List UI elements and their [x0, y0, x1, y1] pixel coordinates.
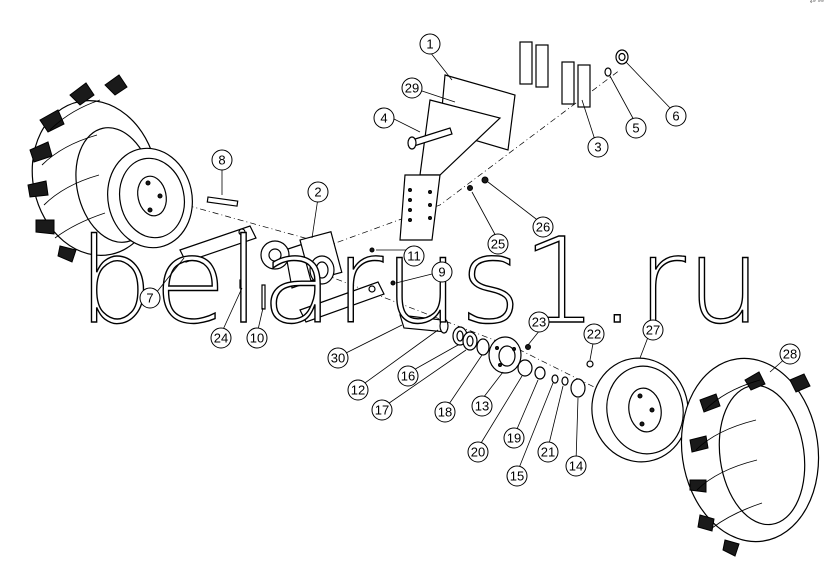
svg-text:29: 29 [405, 81, 419, 96]
callout-7: 7 [139, 287, 161, 309]
svg-text:22: 22 [587, 327, 601, 342]
callout-25: 25 [487, 233, 509, 255]
callout-4: 4 [373, 107, 395, 129]
svg-text:27: 27 [646, 323, 660, 338]
pin-21 [561, 376, 569, 386]
right-tire-28 [680, 357, 820, 557]
assembly-axis-lower [299, 264, 721, 441]
bolt-4 [407, 127, 453, 150]
pin-9 [390, 280, 396, 286]
seal-17 [462, 331, 478, 351]
svg-text:10: 10 [250, 331, 264, 346]
svg-text:9: 9 [438, 265, 445, 280]
callout-10: 10 [246, 327, 268, 349]
cap-14 [570, 378, 586, 398]
svg-text:28: 28 [783, 347, 797, 362]
callout-18: 18 [434, 401, 456, 423]
callout-19: 19 [503, 427, 525, 449]
washer-25 [467, 185, 473, 191]
axle-shaft-12 [399, 314, 449, 334]
svg-text:13: 13 [475, 399, 489, 414]
callout-23: 23 [528, 311, 550, 333]
callout-9: 9 [431, 261, 453, 283]
callout-3: 3 [587, 136, 609, 158]
callout-26: 26 [532, 216, 554, 238]
callout-20: 20 [467, 441, 489, 463]
svg-text:8: 8 [218, 153, 225, 168]
hub-13 [488, 336, 522, 374]
svg-text:17: 17 [375, 403, 389, 418]
svg-text:23: 23 [532, 315, 546, 330]
svg-text:21: 21 [541, 445, 555, 460]
nut-6 [615, 49, 629, 65]
callout-21: 21 [537, 441, 559, 463]
left-rim [107, 147, 193, 249]
callout-14: 14 [565, 455, 587, 477]
svg-text:19: 19 [507, 431, 521, 446]
svg-text:4: 4 [380, 111, 387, 126]
svg-text:15: 15 [510, 469, 524, 484]
bracket-1 [399, 74, 516, 241]
clamp-plates-3 [519, 41, 591, 108]
callouts: 1 2 3 4 5 6 7 8 9 10 11 12 13 14 15 16 1… [139, 33, 801, 487]
callout-22: 22 [583, 323, 605, 345]
pin-10 [261, 284, 266, 310]
svg-text:11: 11 [407, 249, 421, 264]
leader-lines [151, 51, 789, 474]
svg-text:5: 5 [632, 121, 639, 136]
callout-29: 29 [401, 77, 423, 99]
nut-26 [481, 176, 489, 184]
svg-text:24: 24 [214, 331, 228, 346]
svg-text:26: 26 [536, 220, 550, 235]
svg-text:16: 16 [401, 369, 415, 384]
callout-8: 8 [211, 149, 233, 171]
svg-text:30: 30 [331, 351, 345, 366]
svg-text:12: 12 [351, 383, 365, 398]
callout-15: 15 [506, 465, 528, 487]
bolt-8 [206, 196, 239, 207]
bolt-24 [239, 279, 246, 289]
right-rim-27 [591, 357, 689, 463]
callout-6: 6 [665, 105, 687, 127]
washer-5 [604, 67, 612, 77]
svg-text:20: 20 [471, 445, 485, 460]
callout-1: 1 [419, 33, 441, 55]
callout-30: 30 [327, 347, 349, 369]
svg-text:3: 3 [594, 140, 601, 155]
callout-27: 27 [642, 319, 664, 341]
callout-24: 24 [210, 327, 232, 349]
pin-11 [369, 247, 375, 253]
callout-2: 2 [307, 181, 329, 203]
callout-12: 12 [347, 379, 369, 401]
svg-text:25: 25 [491, 237, 505, 252]
callout-11: 11 [403, 245, 425, 267]
callout-13: 13 [471, 395, 493, 417]
svg-text:18: 18 [438, 405, 452, 420]
assembly-axis-upper [149, 69, 621, 246]
svg-text:1: 1 [426, 37, 433, 52]
callout-17: 17 [371, 399, 393, 421]
svg-text:7: 7 [146, 291, 153, 306]
bearing-18 [476, 338, 490, 356]
callout-28: 28 [779, 343, 801, 365]
lower-arm-bar [299, 281, 385, 323]
bearing-20 [517, 359, 533, 377]
svg-text:6: 6 [672, 109, 679, 124]
nut-15 [551, 374, 559, 384]
washer-19 [534, 366, 546, 380]
corner-mark: °‴ ‴‴ [809, 0, 824, 7]
callout-16: 16 [397, 365, 419, 387]
svg-text:14: 14 [569, 459, 583, 474]
callout-5: 5 [625, 117, 647, 139]
spindle-housing-2 [260, 230, 343, 289]
svg-text:2: 2 [314, 185, 321, 200]
plug-22 [586, 360, 594, 368]
